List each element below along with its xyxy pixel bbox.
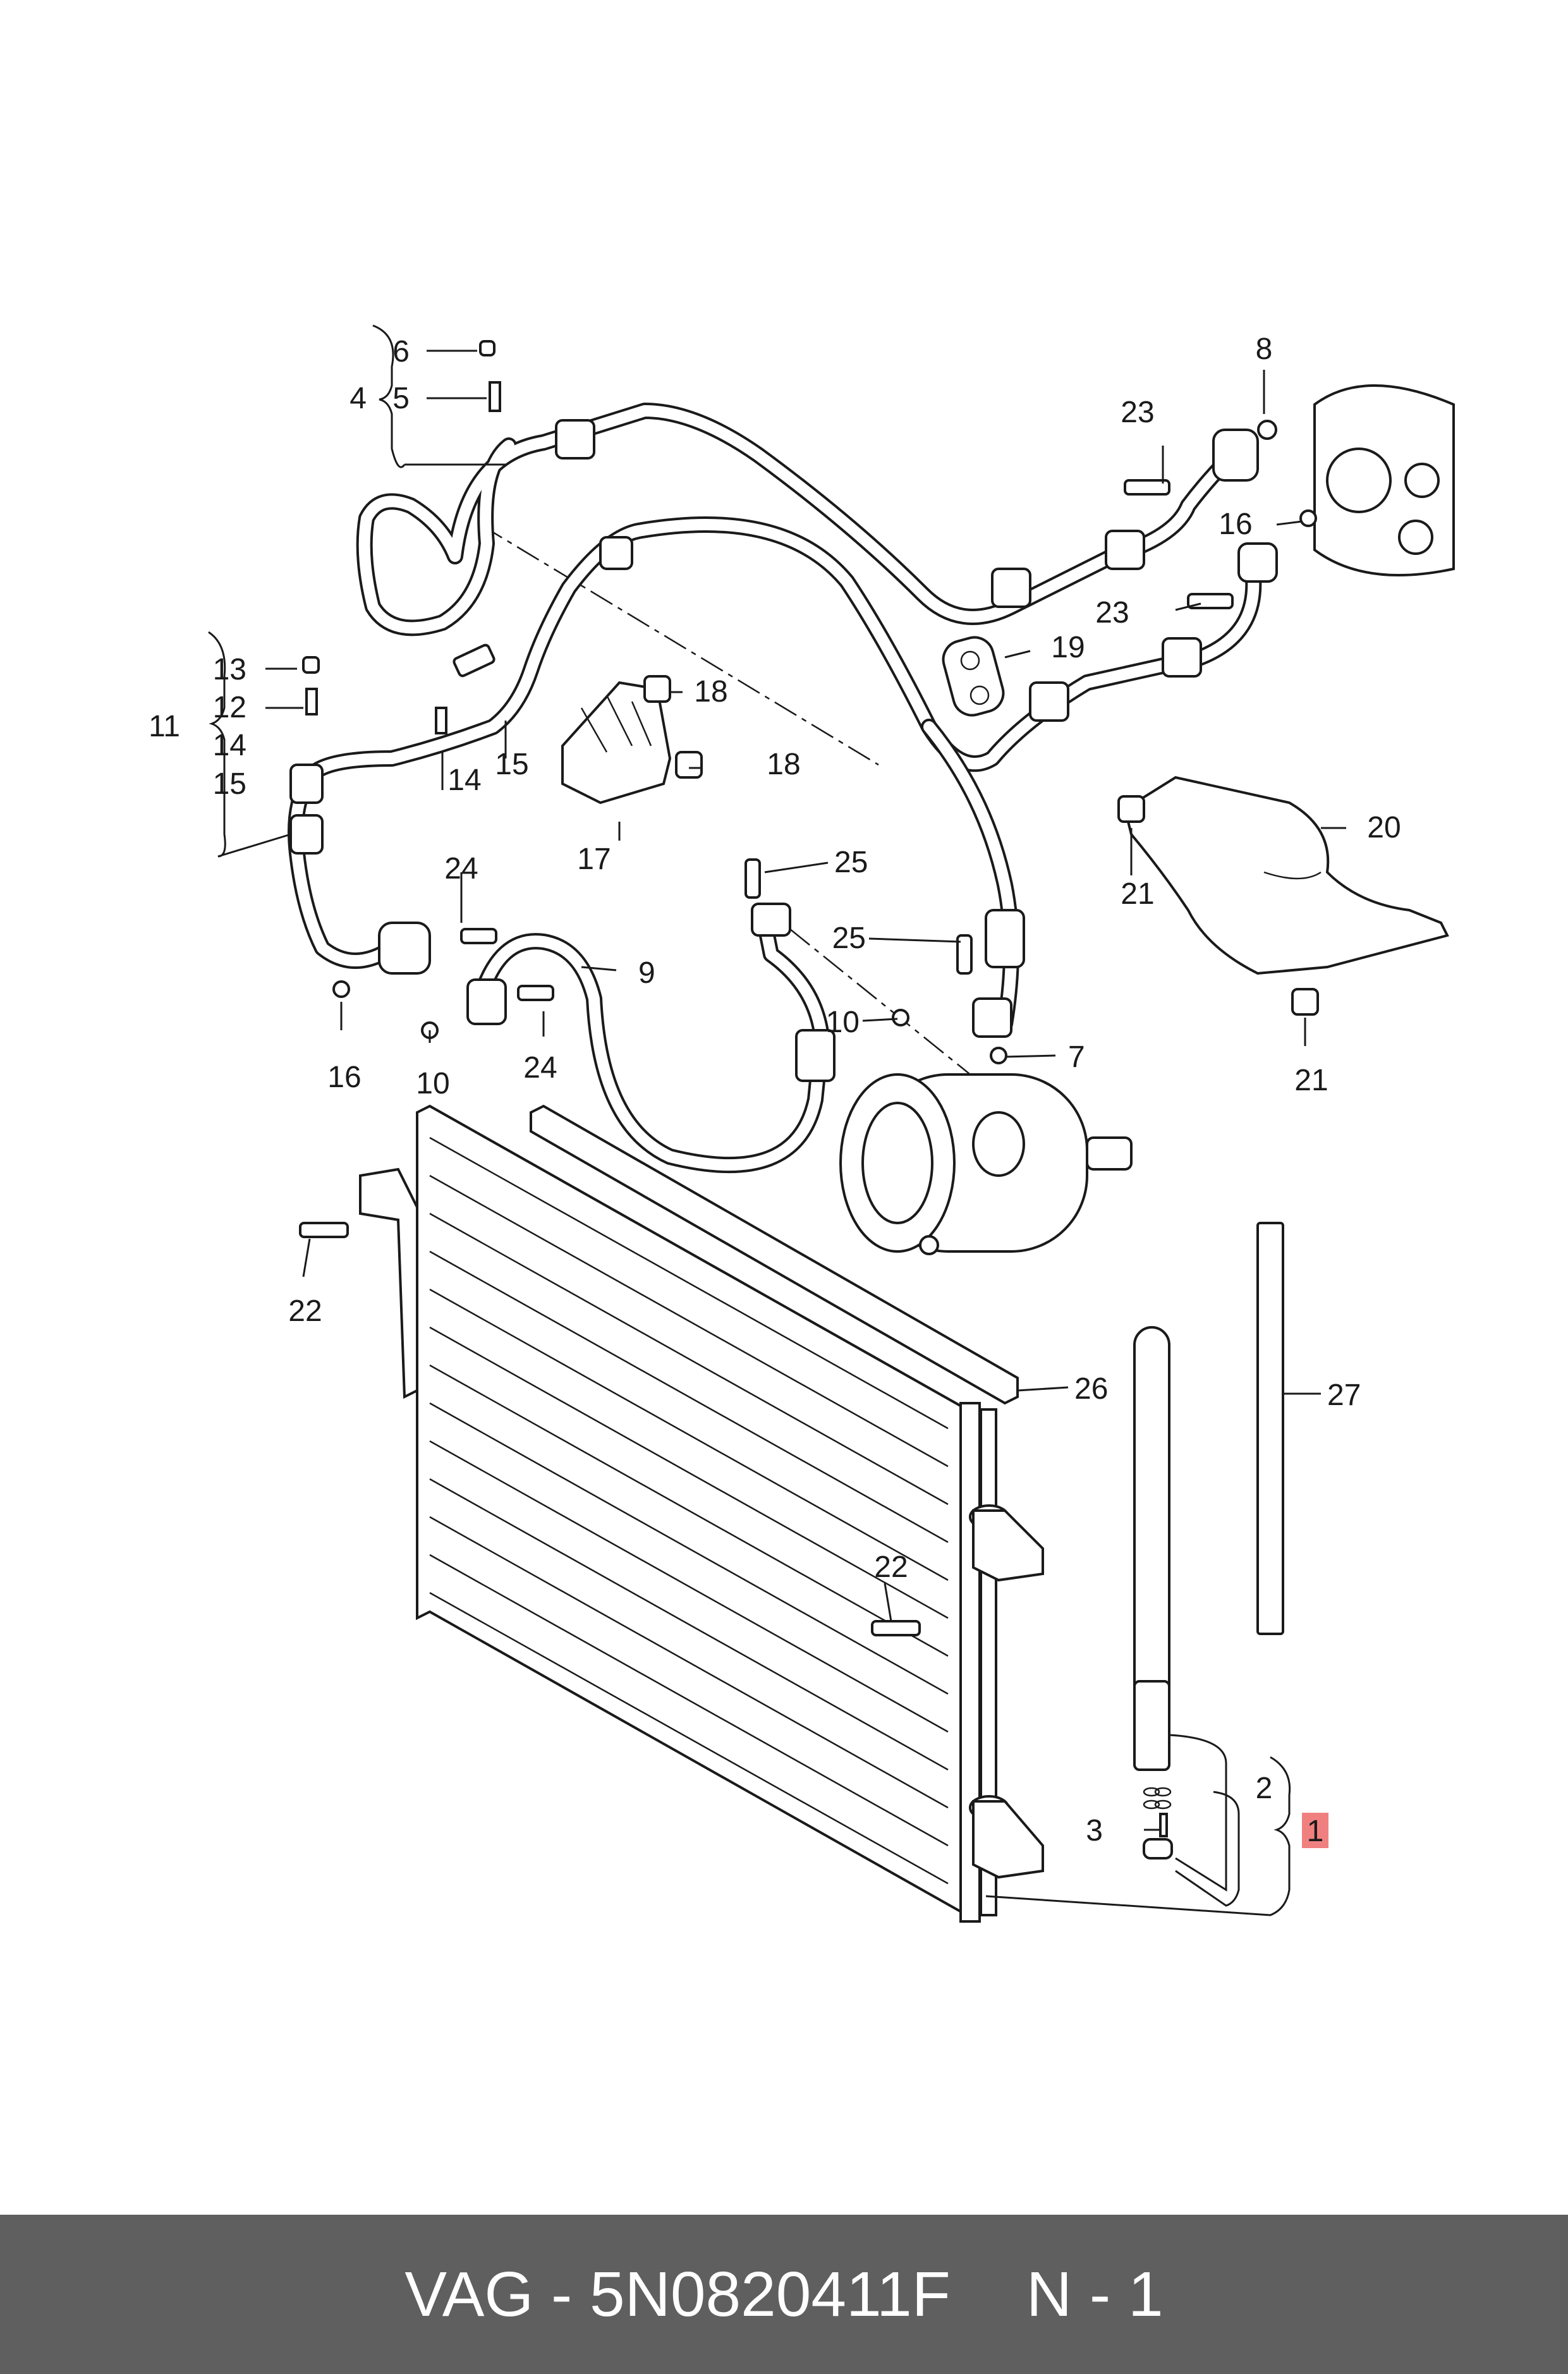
condenser-1 — [359, 1104, 1044, 1923]
callout-23-a: 23 — [1121, 396, 1154, 429]
callout-2: 2 — [1256, 1772, 1273, 1805]
diagram-position: N - 1 — [1026, 2258, 1164, 2330]
seal-strip-26 — [530, 1104, 1019, 1405]
dryer-cartridge-2 — [1133, 1326, 1173, 1860]
callout-labels: 6 5 4 8 23 16 23 19 18 18 17 20 21 21 13… — [149, 332, 1401, 1848]
callout-10-b: 10 — [826, 1006, 860, 1039]
callout-24-b: 24 — [523, 1051, 557, 1085]
callout-4: 4 — [349, 382, 367, 415]
refrigerant-line-4 — [356, 403, 1259, 636]
callout-8: 8 — [1256, 332, 1273, 366]
callout-16-b: 16 — [1219, 508, 1252, 541]
callout-16-a: 16 — [327, 1061, 361, 1094]
leader-lines — [208, 324, 1346, 1916]
parts-diagram: 6 5 4 8 23 16 23 19 18 18 17 20 21 21 13… — [149, 324, 1455, 1923]
callout-14-b: 14 — [447, 764, 481, 797]
refrigerant-line-9 — [466, 903, 836, 1174]
callout-20: 20 — [1367, 811, 1401, 844]
callout-11: 11 — [149, 710, 180, 743]
seal-strip-27 — [1256, 1222, 1284, 1635]
callout-7: 7 — [1068, 1040, 1085, 1074]
callout-14-a: 14 — [213, 729, 246, 762]
callout-26: 26 — [1074, 1372, 1108, 1406]
callout-9: 9 — [638, 956, 655, 990]
callout-21-b: 21 — [1294, 1064, 1328, 1097]
callout-17: 17 — [577, 843, 611, 876]
callout-3: 3 — [1086, 1814, 1103, 1847]
suction-line — [921, 719, 1025, 1038]
callout-24-a: 24 — [444, 852, 478, 886]
assembly-axis-line — [480, 523, 879, 766]
callout-22-b: 22 — [874, 1550, 908, 1584]
callout-25-b: 25 — [832, 922, 866, 955]
callout-10-a: 10 — [416, 1067, 449, 1100]
callout-15-b: 15 — [495, 748, 528, 781]
callout-15-a: 15 — [213, 767, 246, 801]
callout-1: 1 — [1307, 1815, 1324, 1848]
bracket-17 — [561, 681, 672, 805]
expansion-valve-connection — [1313, 384, 1455, 576]
callout-19: 19 — [1051, 631, 1085, 664]
ac-compressor — [839, 1073, 1133, 1255]
callout-18-b: 18 — [767, 748, 800, 781]
callout-6: 6 — [392, 335, 410, 368]
callout-5: 5 — [392, 382, 410, 415]
callout-12: 12 — [213, 691, 246, 724]
callout-23-b: 23 — [1095, 596, 1129, 630]
callout-22-a: 22 — [288, 1294, 322, 1328]
callout-13: 13 — [213, 653, 246, 686]
callout-1-highlight — [1302, 1813, 1328, 1848]
callout-27: 27 — [1327, 1379, 1361, 1412]
refrigerant-line-11 — [288, 516, 1278, 975]
callout-21-a: 21 — [1121, 877, 1154, 911]
callout-18-a: 18 — [694, 675, 727, 709]
callout-25-a: 25 — [834, 846, 868, 879]
part-code: VAG - 5N0820411F — [404, 2258, 951, 2330]
fasteners — [299, 340, 1319, 1636]
part-info-footer: VAG - 5N0820411F N - 1 — [0, 2215, 1568, 2374]
flange-19 — [942, 636, 1005, 717]
heat-shield-20 — [1123, 776, 1449, 975]
